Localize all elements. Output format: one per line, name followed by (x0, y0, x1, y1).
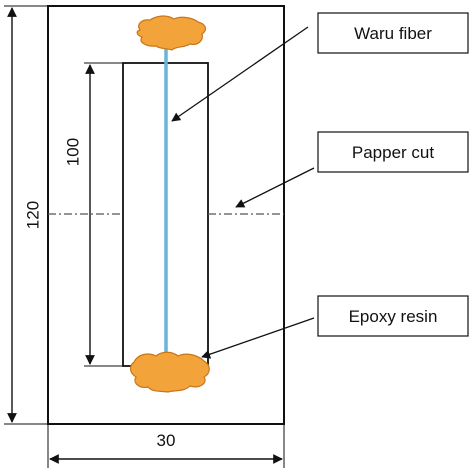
callout-box-fiber (317, 12, 469, 54)
dim-label-gauge-length: 100 (63, 138, 82, 166)
callout-box-resin (317, 295, 469, 337)
epoxy-resin-bottom (129, 351, 210, 393)
callout-label-fiber: Waru fiber (354, 24, 432, 43)
dim-label-total-height: 120 (23, 201, 42, 229)
leader-fiber (171, 26, 309, 122)
leader-paper-cut (235, 167, 315, 208)
leader-resin (201, 317, 315, 359)
epoxy-resin-top (136, 15, 207, 51)
callout-label-resin: Epoxy resin (349, 307, 438, 326)
callout-label-paper-cut: Papper cut (352, 143, 434, 162)
paper-frame (47, 5, 285, 425)
dim-label-width: 30 (157, 431, 176, 450)
callout-box-paper-cut (317, 131, 469, 173)
